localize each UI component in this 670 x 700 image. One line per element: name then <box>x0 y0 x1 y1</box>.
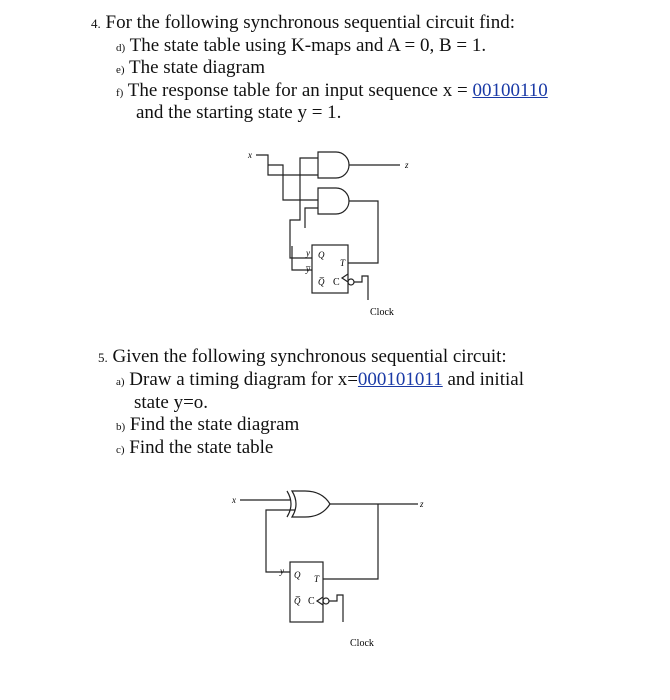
q5-title-line: 5. Given the following synchronous seque… <box>98 346 507 369</box>
q5-title: Given the following synchronous sequenti… <box>112 346 507 367</box>
q5-ff-qbar-label: Q̅ <box>294 596 301 606</box>
q5-circuit <box>240 490 418 623</box>
q5-item-b-marker: b) <box>116 421 126 433</box>
q5-item-a-continuation: state y=o. <box>134 392 209 413</box>
q4-feedback-ybar-wire <box>291 246 312 271</box>
q4-item-f-marker: f) <box>116 87 124 99</box>
q4-clock-label: Clock <box>370 307 394 318</box>
q5-number: 5. <box>98 350 108 365</box>
q4-ff-c-label: C <box>333 277 340 288</box>
q4-title-line: 4. For the following synchronous sequent… <box>91 12 515 35</box>
q4-output-label: z <box>404 160 409 170</box>
q4-item-d-marker: d) <box>116 42 126 54</box>
q5-input-label: x <box>231 495 236 505</box>
q5-output-label: z <box>419 499 424 509</box>
q4-feedback-wire-2 <box>304 207 318 228</box>
q4-sequence-link[interactable]: 00100110 <box>472 80 548 101</box>
q4-item-e-text: The state diagram <box>128 57 266 78</box>
q5-ff-t-label: T <box>314 574 320 584</box>
q5-item-b-text: Find the state diagram <box>129 414 300 435</box>
q5-item-a-after: and initial <box>442 369 524 390</box>
q4-circuit <box>256 151 400 300</box>
q5-clock-wire <box>329 594 344 622</box>
q4-number: 4. <box>91 16 101 31</box>
q5-item-c-marker: c) <box>116 444 125 456</box>
q5-item-a-marker: a) <box>116 376 125 388</box>
q4-and-gate-2 <box>317 187 350 215</box>
q4-item-d: d) The state table using K-maps and A = … <box>116 35 486 59</box>
q5-item-a: a) Draw a timing diagram for x=000101011… <box>116 369 524 393</box>
q4-and-gate-1 <box>317 151 350 179</box>
q4-item-e-marker: e) <box>116 64 125 76</box>
q4-y-label: y <box>305 248 310 258</box>
q5-item-a-text: Draw a timing diagram for x= <box>129 369 358 390</box>
q5-ff-q-label: Q <box>294 570 301 580</box>
q4-x-branch-wire <box>268 164 318 201</box>
q5-clock-label: Clock <box>350 638 374 649</box>
q4-ff-t-label: T <box>340 258 346 268</box>
q4-item-f: f) The response table for an input seque… <box>116 80 548 104</box>
q4-ybar-label: y̅ <box>305 264 311 274</box>
q4-item-f-text: The response table for an input sequence… <box>127 80 473 101</box>
q5-gate-to-t-wire <box>323 504 379 580</box>
q5-clock-edge <box>315 596 324 606</box>
q5-feedback-wire <box>265 509 295 573</box>
q5-sequence-link[interactable]: 000101011 <box>357 369 443 390</box>
q4-clock-bubble <box>347 278 355 286</box>
q4-gate2-to-t-wire <box>348 200 379 264</box>
q4-feedback-y-wire <box>289 157 318 259</box>
q4-clock-edge <box>340 273 349 283</box>
q4-item-e: e) The state diagram <box>116 57 265 81</box>
q4-ff-qbar-label: Q̅ <box>318 277 325 287</box>
q5-xor-gate <box>290 490 331 518</box>
q5-item-b: b) Find the state diagram <box>116 414 299 438</box>
q4-input-label: x <box>247 150 252 160</box>
q5-flip-flop <box>289 561 324 623</box>
q4-item-f-continuation: and the starting state y = 1. <box>136 102 342 123</box>
q5-y-label: y <box>279 566 284 576</box>
q4-flip-flop <box>311 244 349 294</box>
q5-item-c-text: Find the state table <box>129 437 274 458</box>
q4-item-d-text: The state table using K-maps and A = 0, … <box>129 35 487 56</box>
q5-clock-bubble <box>322 597 330 605</box>
q5-ff-c-label: C <box>308 596 315 607</box>
q5-xor-back-arc <box>286 490 292 518</box>
q4-title: For the following synchronous sequential… <box>105 12 515 33</box>
q5-item-c: c) Find the state table <box>116 437 273 461</box>
q4-clock-wire <box>354 275 369 300</box>
q4-ff-q-label: Q <box>318 250 325 260</box>
